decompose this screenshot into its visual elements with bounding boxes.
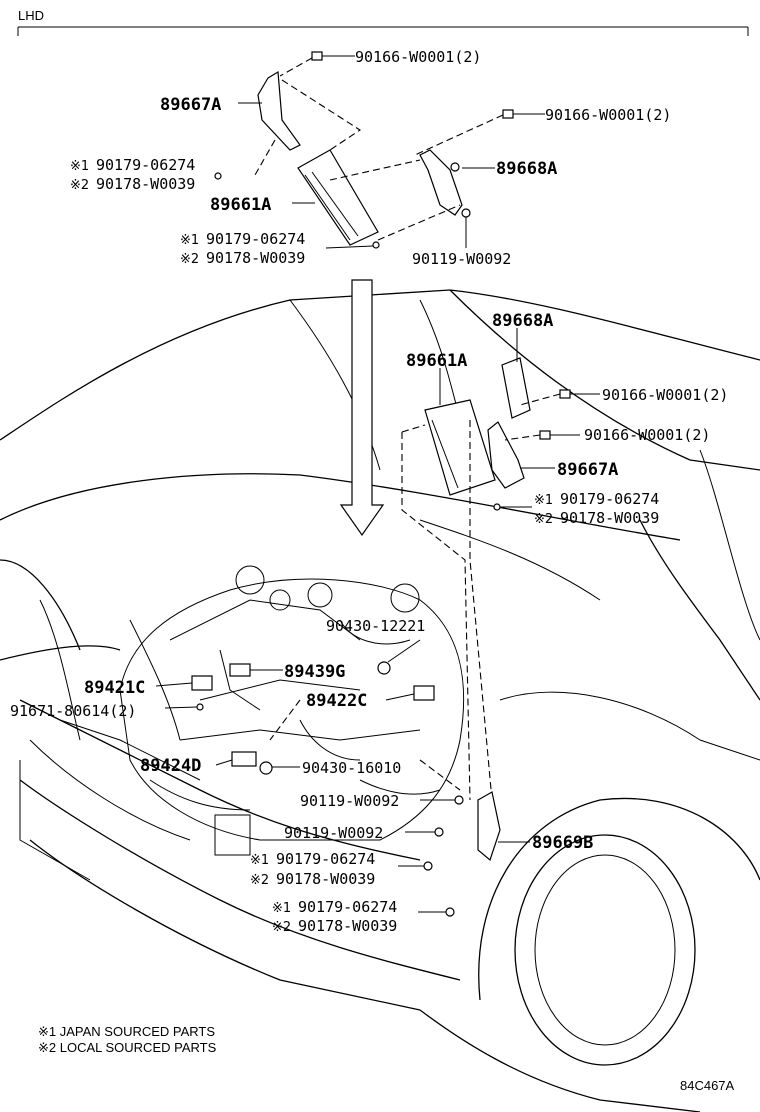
label-89422c: 89422C [306,691,367,711]
label-90166-w0001-top: 90166-W0001(2) [355,48,481,66]
label-89667a-middle: 89667A [557,460,618,480]
sensor-89422c [413,685,435,701]
label-89668a-upper: 89668A [496,159,557,179]
bracket-89668a-middle [501,357,531,419]
label-89439g: 89439G [284,662,345,682]
label-90179-06274-engine2: 90179-06274 [298,898,397,916]
label-89424d: 89424D [140,756,201,776]
bracket-89667a-upper [257,70,301,151]
marker-1: ※1 [70,159,89,174]
header-frame: LHD [17,8,749,36]
label-90166-w0001-middle-a: 90166-W0001(2) [602,386,728,404]
label-90178-w0039-engine1: 90178-W0039 [276,870,375,888]
label-90119-w0092-upper: 90119-W0092 [412,250,511,268]
gasket-90430-16010 [259,761,273,775]
legend-japan: ※1 JAPAN SOURCED PARTS [38,1024,215,1039]
bracket-89668a-upper [419,149,463,216]
label-90179-06274-middle: 90179-06274 [560,490,659,508]
label-90430-16010: 90430-16010 [302,759,401,777]
marker-2: ※2 [534,512,553,527]
label-89661a-middle: 89661A [406,351,467,371]
legend: ※1 JAPAN SOURCED PARTS ※2 LOCAL SOURCED … [38,1024,217,1055]
figure-code: 84C467A [680,1078,735,1093]
label-90430-12221: 90430-12221 [326,617,425,635]
label-90179-06274-engine1: 90179-06274 [276,850,375,868]
label-90179-06274-upper2: 90179-06274 [206,230,305,248]
marker-1: ※1 [534,493,553,508]
marker-2: ※2 [180,252,199,267]
sensor-89421c [191,675,213,691]
marker-2: ※2 [250,873,269,888]
vehicle-outline [0,289,760,1112]
marker-1: ※1 [272,901,291,916]
label-89661a-upper: 89661A [210,195,271,215]
engine-group: 90430-12221 89439G 89421C 89422C 91671-8… [10,617,593,935]
marker-1: ※1 [250,853,269,868]
label-90178-w0039-upper2: 90178-W0039 [206,249,305,267]
label-90166-w0001-right: 90166-W0001(2) [545,106,671,124]
sensor-89424d [231,751,257,767]
marker-2: ※2 [70,178,89,193]
label-90178-w0039-middle: 90178-W0039 [560,509,659,527]
middle-group: 89668A 89661A 90166-W0001(2) 90166-W0001… [401,311,728,801]
label-90178-w0039-engine2: 90178-W0039 [298,917,397,935]
label-89669b: 89669B [532,833,593,853]
engine-block [119,565,465,856]
bolt-icon [214,51,514,249]
label-90119-w0092-a: 90119-W0092 [300,792,399,810]
label-90179-06274-upper1: 90179-06274 [96,156,195,174]
gasket-90430-12221 [377,661,391,675]
bolt-icon [423,795,464,917]
label-90166-w0001-middle-b: 90166-W0001(2) [584,426,710,444]
bracket-89667a-middle [487,421,525,489]
label-90119-w0092-b: 90119-W0092 [284,824,383,842]
variant-label: LHD [18,8,44,23]
label-89667a-upper: 89667A [160,95,221,115]
bracket-89669b [477,791,501,862]
down-arrow [339,279,385,537]
ecu-upper [297,149,379,246]
marker-1: ※1 [180,233,199,248]
legend-local: ※2 LOCAL SOURCED PARTS [38,1040,217,1055]
label-89421c: 89421C [84,678,145,698]
marker-2: ※2 [272,920,291,935]
label-90178-w0039-upper1: 90178-W0039 [96,175,195,193]
ecu-middle [424,399,496,496]
label-91671-80614: 91671-80614(2) [10,702,136,720]
upper-group: 90166-W0001(2) 89667A 90166-W0001(2) 896… [70,48,671,268]
label-89668a-middle: 89668A [492,311,553,331]
sensor-89439g [229,663,251,677]
